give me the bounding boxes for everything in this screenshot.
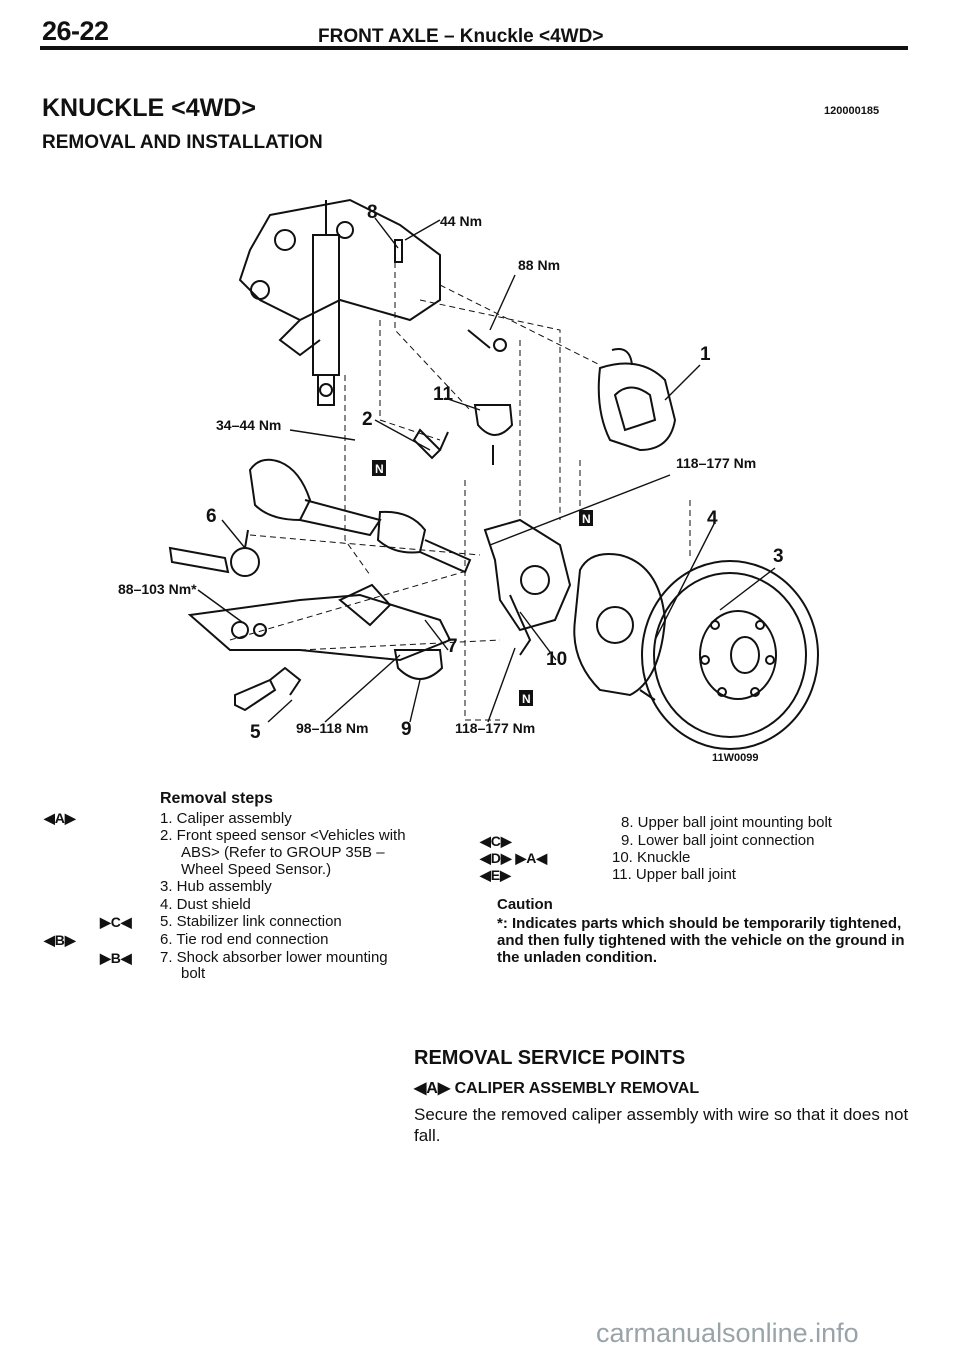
step-mark-7: ▶B◀ — [100, 950, 132, 966]
step-mark-5: ▶C◀ — [100, 914, 132, 930]
new-part-mark-3: N — [522, 692, 531, 706]
step-2-cont-b: Wheel Speed Sensor.) — [181, 861, 332, 878]
step-9: 9. Lower ball joint connection — [621, 832, 815, 849]
step-11: 11. Upper ball joint — [612, 866, 736, 883]
hub-assembly — [699, 610, 777, 700]
service-points-title: REMOVAL SERVICE POINTS — [414, 1047, 686, 1069]
step-mark-10: ◀D▶ ▶A◀ — [480, 850, 548, 866]
new-part-marks: N N N — [372, 460, 593, 706]
torque-118-177-lower: 118–177 Nm — [455, 720, 535, 736]
callout-2: 2 — [362, 409, 373, 430]
watermark: carmanualsonline.info — [596, 1318, 859, 1348]
step-6: 6. Tie rod end connection — [160, 931, 329, 948]
step-mark-9: ◀C▶ — [480, 833, 512, 849]
callout-11: 11 — [433, 384, 454, 405]
callout-4: 4 — [707, 508, 718, 529]
callout-6: 6 — [206, 506, 217, 527]
step-2: 2. Front speed sensor <Vehicles with — [160, 827, 406, 844]
callout-3: 3 — [773, 546, 784, 567]
caution-heading: Caution — [497, 896, 553, 913]
shock-absorber — [312, 234, 340, 376]
figure-code: 11W0099 — [712, 752, 758, 764]
upper-arm-bracket — [238, 198, 441, 322]
step-4: 4. Dust shield — [160, 896, 251, 913]
step-8: 8. Upper ball joint mounting bolt — [621, 814, 832, 831]
step-5: 5. Stabilizer link connection — [160, 913, 342, 930]
service-points-subtitle: ◀A▶ CALIPER ASSEMBLY REMOVAL — [414, 1080, 700, 1097]
callout-7: 7 — [447, 636, 458, 657]
section-title: KNUCKLE <4WD> — [42, 94, 256, 122]
knuckle-exploded-diagram: N N N 8 1 11 2 6 4 3 7 10 5 9 44 Nm 88 N… — [118, 198, 819, 764]
step-7-cont: bolt — [181, 965, 206, 982]
brake-rotor — [641, 560, 819, 750]
callout-10: 10 — [546, 649, 567, 670]
section-subtitle: REMOVAL AND INSTALLATION — [42, 132, 323, 153]
callout-1: 1 — [700, 344, 711, 365]
lower-arm — [187, 593, 452, 662]
header-rule — [40, 46, 908, 50]
step-mark-6: ◀B▶ — [44, 932, 76, 948]
dust-shield — [573, 553, 667, 697]
drive-shaft-boot — [248, 458, 312, 522]
service-points-body: Secure the removed caliper assembly with… — [414, 1105, 909, 1145]
torque-88-103: 88–103 Nm* — [118, 581, 197, 597]
torque-88: 88 Nm — [518, 257, 560, 273]
caution-text: *: Indicates parts which should be tempo… — [497, 915, 905, 966]
knuckle — [483, 518, 572, 632]
step-10: 10. Knuckle — [612, 849, 691, 866]
stabilizer-link — [234, 678, 277, 712]
torque-44: 44 Nm — [440, 213, 482, 229]
page-number: 26-22 — [42, 16, 109, 46]
section-code: 120000185 — [824, 105, 880, 117]
torque-118-177-upper: 118–177 Nm — [676, 455, 756, 471]
torque-98-118: 98–118 Nm — [296, 720, 368, 736]
callout-5: 5 — [250, 722, 261, 743]
callout-9: 9 — [401, 719, 412, 740]
torque-34-44: 34–44 Nm — [216, 417, 281, 433]
step-mark-11: ◀E▶ — [480, 867, 511, 883]
step-3: 3. Hub assembly — [160, 878, 272, 895]
new-part-mark-1: N — [375, 462, 384, 476]
caliper — [597, 362, 677, 452]
removal-steps-heading: Removal steps — [160, 790, 273, 807]
step-7: 7. Shock absorber lower mounting — [160, 949, 388, 966]
callout-8: 8 — [367, 202, 378, 223]
new-part-mark-2: N — [582, 512, 591, 526]
tie-rod-end — [168, 546, 230, 574]
lower-ball-joint — [393, 649, 444, 680]
step-mark-1: ◀A▶ — [44, 810, 76, 826]
step-2-cont-a: ABS> (Refer to GROUP 35B – — [181, 844, 385, 861]
upper-ball-joint — [473, 404, 514, 436]
header-title: FRONT AXLE – Knuckle <4WD> — [318, 26, 604, 47]
step-1: 1. Caliper assembly — [160, 810, 292, 827]
